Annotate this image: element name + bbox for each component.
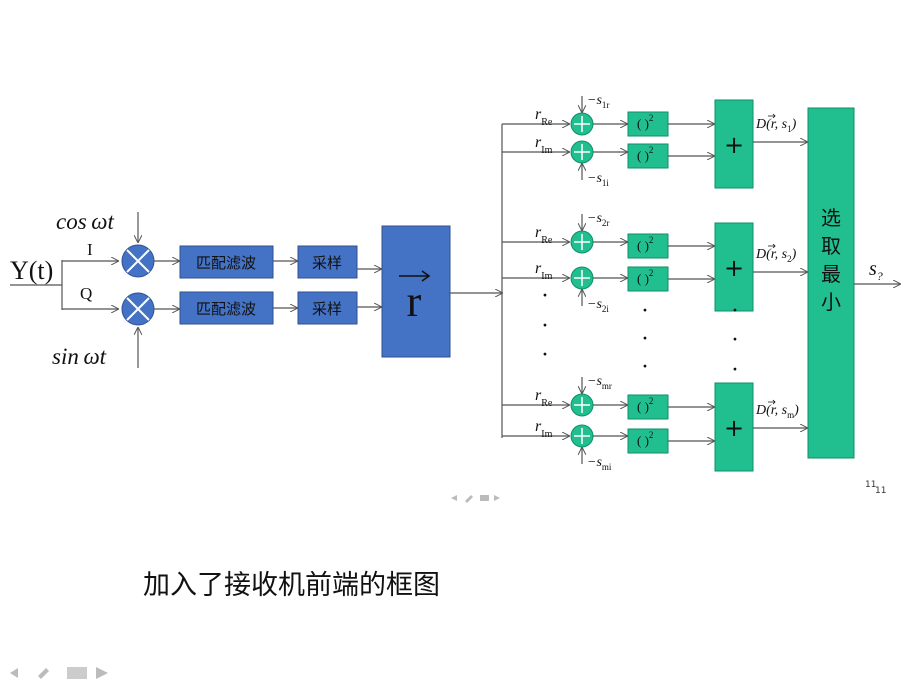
select-min-char-1: 选 bbox=[821, 206, 841, 230]
row-ref-label: −smr bbox=[587, 374, 612, 391]
row-ref-label: −s1i bbox=[587, 171, 609, 188]
mixer-i bbox=[121, 244, 155, 278]
sampler-i-label: 采样 bbox=[312, 254, 342, 272]
input-signal-label: Y(t) bbox=[10, 256, 53, 285]
distance-vector-arrow-icon bbox=[768, 113, 776, 119]
row-adder bbox=[570, 266, 594, 290]
vector-arrow-icon bbox=[399, 270, 431, 282]
figure-caption: 加入了接收机前端的框图 bbox=[143, 570, 440, 601]
sum-label: + bbox=[724, 254, 744, 282]
row-input-label: rRe bbox=[535, 387, 553, 409]
square-label: ( )2 bbox=[637, 430, 653, 448]
square-label: ( )2 bbox=[637, 268, 653, 286]
ellipsis-dot: · bbox=[642, 327, 649, 352]
cos-label: cos ωt bbox=[56, 209, 115, 234]
vector-r-block bbox=[381, 225, 451, 358]
distance-label: D(r, s1) bbox=[755, 117, 797, 134]
matched-filter-q-label: 匹配滤波 bbox=[196, 300, 256, 318]
square-label: ( )2 bbox=[637, 235, 653, 253]
page-number-a: 11 bbox=[865, 480, 877, 490]
square-block bbox=[627, 233, 669, 259]
square-label: ( )2 bbox=[637, 113, 653, 131]
select-min-block bbox=[807, 107, 855, 459]
row-adder bbox=[570, 112, 594, 136]
ellipsis-dot: · bbox=[642, 299, 649, 324]
square-label: ( )2 bbox=[637, 396, 653, 414]
matched-filter-i-label: 匹配滤波 bbox=[196, 254, 256, 272]
sin-label: sin ωt bbox=[52, 344, 107, 369]
row-adder bbox=[570, 393, 594, 417]
select-min-char-2: 取 bbox=[821, 234, 841, 258]
i-branch-label: I bbox=[87, 240, 93, 259]
row-input-label: rRe bbox=[535, 224, 553, 246]
ellipsis-dot: · bbox=[542, 343, 549, 368]
row-adder bbox=[570, 230, 594, 254]
distance-vector-arrow-icon bbox=[768, 243, 776, 249]
ellipsis-dot: · bbox=[732, 328, 739, 353]
bottom-nav-icons[interactable] bbox=[10, 667, 108, 679]
matched-filter-i bbox=[179, 245, 274, 279]
square-block bbox=[627, 143, 669, 169]
row-ref-label: −s2i bbox=[587, 297, 609, 314]
row-adder bbox=[570, 140, 594, 164]
distance-label: D(r, sm) bbox=[755, 403, 799, 420]
square-block bbox=[627, 111, 669, 137]
square-label: ( )2 bbox=[637, 145, 653, 163]
matched-filter-q bbox=[179, 291, 274, 325]
sampler-q-label: 采样 bbox=[312, 300, 342, 318]
sum-block bbox=[714, 382, 754, 472]
sum-block bbox=[714, 222, 754, 312]
sum-block bbox=[714, 99, 754, 189]
sum-label: + bbox=[724, 414, 744, 442]
distance-vector-arrow-icon bbox=[768, 399, 776, 405]
mixer-q bbox=[121, 292, 155, 326]
ellipsis-dot: · bbox=[732, 358, 739, 383]
row-input-label: rIm bbox=[535, 260, 553, 282]
output-label: s? bbox=[869, 258, 883, 283]
row-ref-label: −s2r bbox=[587, 211, 609, 228]
ellipsis-dot: · bbox=[642, 355, 649, 380]
sampler-q bbox=[297, 291, 358, 325]
select-min-char-4: 小 bbox=[821, 290, 841, 314]
row-input-label: rIm bbox=[535, 134, 553, 156]
distance-label: D(r, s2) bbox=[755, 247, 797, 264]
page-number-b: 11 bbox=[875, 486, 887, 496]
row-input-label: rRe bbox=[535, 106, 553, 128]
sampler-i bbox=[297, 245, 358, 279]
q-branch-label: Q bbox=[80, 284, 92, 303]
row-adder bbox=[570, 424, 594, 448]
ellipsis-dot: · bbox=[732, 299, 739, 324]
ellipsis-dot: · bbox=[542, 314, 549, 339]
ellipsis-dot: · bbox=[542, 284, 549, 309]
correlator-rows: rRe −s1r ( )2 rIm −s1i ( )2 rRe −s2r ( )2 rIm −s2i… bbox=[502, 93, 807, 472]
row-ref-label: −smi bbox=[587, 455, 612, 472]
square-block bbox=[627, 394, 669, 420]
vector-r-label: r bbox=[407, 277, 422, 326]
select-min-char-3: 最 bbox=[821, 262, 841, 286]
slide-nav-icons bbox=[451, 495, 500, 503]
row-input-label: rIm bbox=[535, 418, 553, 440]
sum-label: + bbox=[724, 131, 744, 159]
square-block bbox=[627, 266, 669, 292]
row-ref-label: −s1r bbox=[587, 93, 609, 110]
